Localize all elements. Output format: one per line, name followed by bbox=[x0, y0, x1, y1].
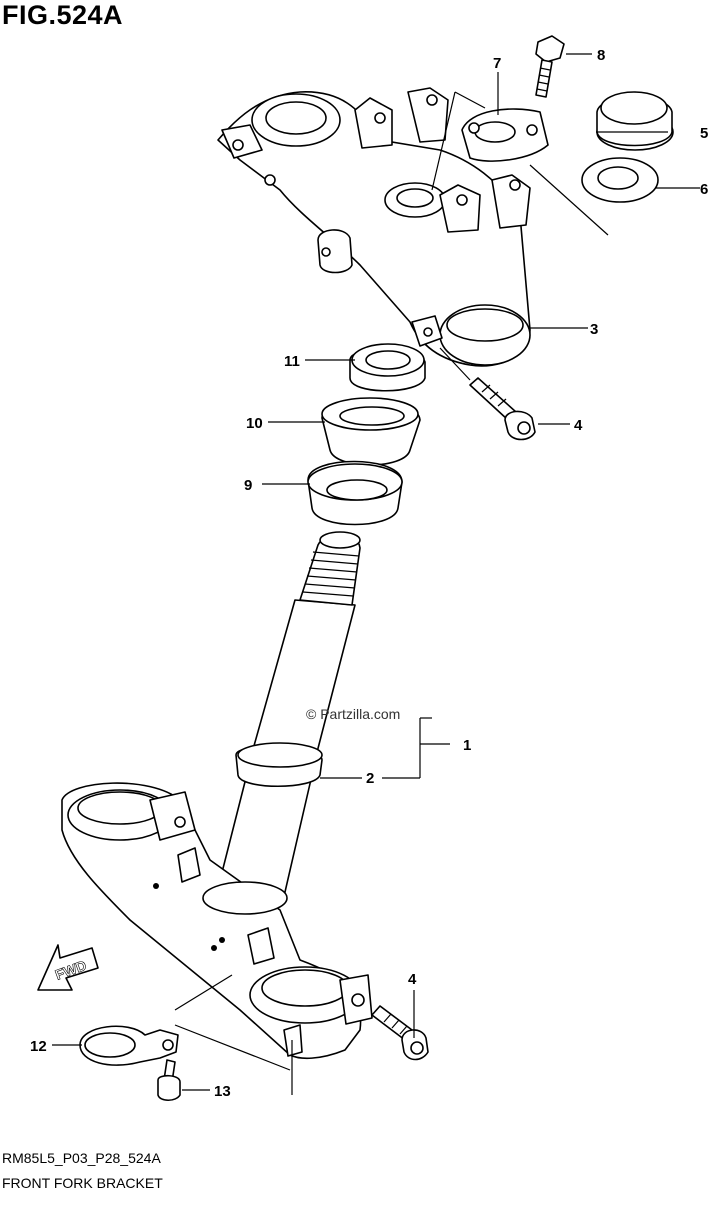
bolt-4-upper bbox=[469, 377, 536, 441]
bolt-13 bbox=[157, 1059, 181, 1102]
callout-8: 8 bbox=[597, 47, 605, 64]
callout-leaders bbox=[52, 53, 700, 1091]
watermark: © Partzilla.com bbox=[306, 706, 401, 722]
hose-clamp-12 bbox=[79, 1025, 179, 1066]
dust-seal-10 bbox=[321, 397, 421, 466]
callout-10: 10 bbox=[246, 415, 263, 432]
handlebar-holder-7 bbox=[461, 108, 549, 162]
diagram-code: RM85L5_P03_P28_524A bbox=[2, 1150, 161, 1166]
nut-11 bbox=[349, 343, 426, 392]
bearing-9 bbox=[307, 460, 403, 526]
callout-9: 9 bbox=[244, 477, 252, 494]
upper-bracket bbox=[217, 87, 531, 367]
callout-7: 7 bbox=[493, 55, 501, 72]
bolt-8 bbox=[535, 35, 565, 98]
lower-bracket bbox=[61, 782, 373, 1060]
callout-2: 2 bbox=[366, 770, 374, 787]
callout-12: 12 bbox=[30, 1038, 47, 1055]
callout-5: 5 bbox=[700, 125, 708, 142]
callout-13: 13 bbox=[214, 1083, 231, 1100]
figure-title: FIG.524A bbox=[2, 0, 124, 30]
callout-4-upper: 4 bbox=[574, 417, 583, 434]
callout-6: 6 bbox=[700, 181, 708, 198]
callout-4-lower: 4 bbox=[408, 971, 417, 988]
callout-11: 11 bbox=[284, 353, 300, 370]
washer-6 bbox=[581, 157, 659, 203]
seal-2 bbox=[235, 742, 323, 787]
bolt-4-lower bbox=[371, 1005, 429, 1061]
callout-3: 3 bbox=[590, 321, 598, 338]
cap-5 bbox=[596, 91, 674, 151]
diagram-name: FRONT FORK BRACKET bbox=[2, 1175, 163, 1191]
callout-1: 1 bbox=[463, 737, 471, 754]
fwd-direction-arrow: FWD bbox=[37, 944, 99, 991]
